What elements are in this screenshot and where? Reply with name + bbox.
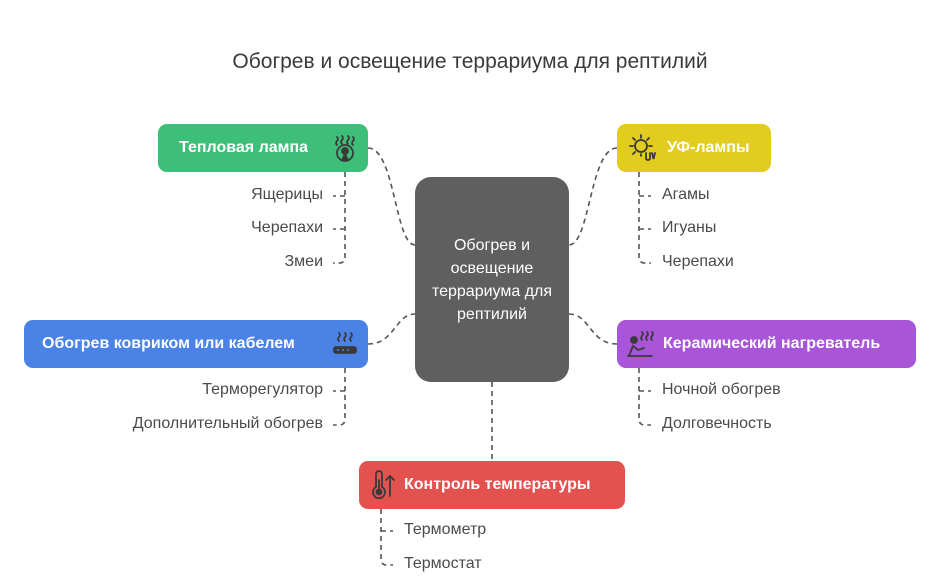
connector-temp-control-items bbox=[380, 509, 393, 566]
connector-uv-lamps bbox=[568, 147, 618, 246]
heating-mat-icon bbox=[330, 329, 360, 359]
ceramic-heater-icon bbox=[625, 329, 655, 359]
mat-cable-item-2: Дополнительный обогрев bbox=[132, 415, 323, 432]
uv-lamps-item-2: Игуаны bbox=[662, 219, 717, 236]
connector-mat-cable bbox=[367, 313, 416, 345]
uv-lamp-icon bbox=[627, 133, 657, 163]
node-temp-control-label: Контроль температуры bbox=[404, 476, 591, 493]
temp-control-item-1: Термометр bbox=[404, 521, 487, 538]
node-temp-control: Контроль температуры bbox=[359, 461, 625, 509]
ceramic-item-1: Ночной обогрев bbox=[662, 381, 781, 398]
node-uv-lamps-label: УФ-лампы bbox=[667, 139, 750, 156]
node-uv-lamps: УФ-лампы bbox=[617, 124, 771, 172]
connector-mat-cable-items bbox=[333, 368, 346, 426]
mat-cable-item-1: Терморегулятор bbox=[202, 381, 323, 398]
connector-ceramic-items bbox=[638, 368, 651, 426]
connector-heat-lamp bbox=[367, 147, 416, 246]
heat-lamp-item-2: Черепахи bbox=[251, 219, 323, 236]
diagram-title: Обогрев и освещение террариума для репти… bbox=[232, 50, 708, 73]
node-mat-cable: Обогрев ковриком или кабелем bbox=[24, 320, 368, 368]
node-heat-lamp-label: Тепловая лампа bbox=[179, 139, 309, 156]
node-ceramic-label: Керамический нагреватель bbox=[663, 335, 881, 352]
uv-lamps-item-3: Черепахи bbox=[662, 253, 734, 270]
thermometer-icon bbox=[367, 470, 397, 500]
connector-heat-lamp-items bbox=[333, 172, 346, 264]
node-ceramic: Керамический нагреватель bbox=[617, 320, 916, 368]
temp-control-item-2: Термостат bbox=[404, 555, 482, 572]
node-mat-cable-label: Обогрев ковриком или кабелем bbox=[42, 335, 295, 352]
ceramic-item-2: Долговечность bbox=[662, 415, 772, 432]
heat-lamp-icon bbox=[330, 133, 360, 163]
center-node: Обогрев и освещение террариума для репти… bbox=[415, 177, 569, 382]
heat-lamp-item-1: Ящерицы bbox=[251, 186, 323, 203]
connector-uv-lamps-items bbox=[638, 172, 651, 264]
node-heat-lamp: Тепловая лампа bbox=[158, 124, 368, 172]
connector-ceramic bbox=[568, 313, 618, 345]
heat-lamp-item-3: Змеи bbox=[284, 253, 324, 270]
uv-lamps-item-1: Агамы bbox=[662, 186, 710, 203]
